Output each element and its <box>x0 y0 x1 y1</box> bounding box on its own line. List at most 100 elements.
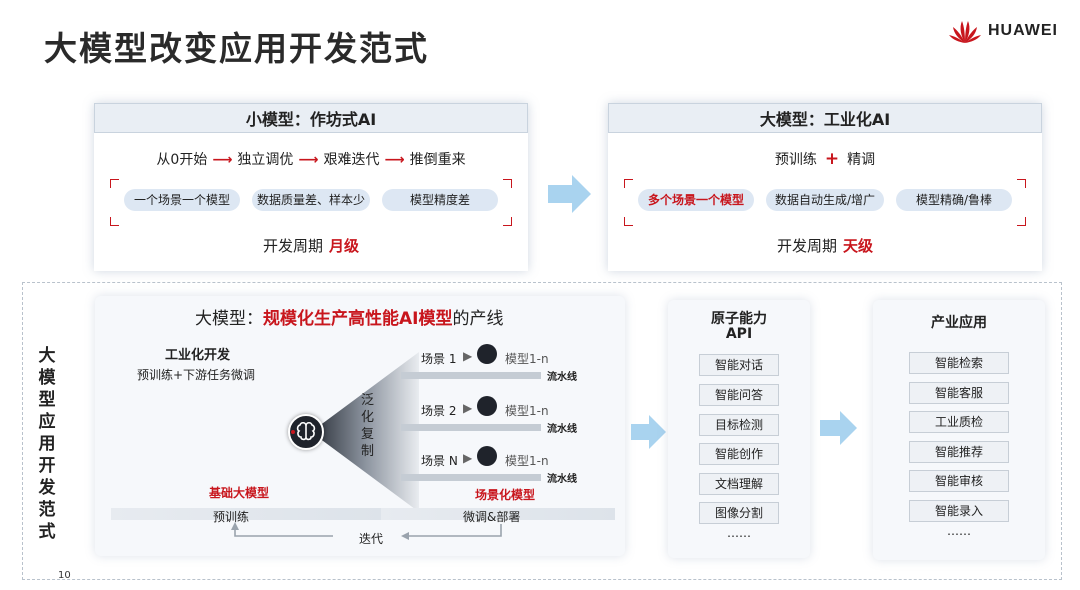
scene-label: 场景 N <box>421 454 458 468</box>
atomic-api-item: 智能问答 <box>699 384 779 406</box>
huawei-petal-icon <box>949 21 981 43</box>
model-label: 模型1-n <box>505 404 549 418</box>
pretrain-label: 预训练 <box>213 510 250 524</box>
atomic-api-card: 原子能力 API 智能对话 智能问答 目标检测 智能创作 文档理解 图像分割 …… <box>668 300 810 558</box>
page-number: 10 <box>58 570 71 581</box>
brain-chip-icon <box>288 414 324 450</box>
atomic-api-item: 文档理解 <box>699 473 779 495</box>
right-arrow-icon <box>631 415 666 449</box>
small-model-panel: 小模型：作坊式AI 从0开始⟶独立调优⟶艰难迭代⟶推倒重来 一个场景一个模型 数… <box>94 103 528 271</box>
large-model-pill: 模型精确/鲁棒 <box>896 189 1012 211</box>
flow-step: 从0开始 <box>156 152 208 168</box>
pipeline-bar <box>401 474 541 481</box>
atomic-api-more: …… <box>727 526 751 540</box>
small-model-pill: 模型精度差 <box>382 189 498 211</box>
cycle-value: 天级 <box>843 237 874 255</box>
pipeline-bar <box>401 372 541 379</box>
formula-right: 精调 <box>847 152 876 168</box>
brain-chip-icon <box>477 446 497 466</box>
production-line-card: 大模型：规模化生产高性能AI模型的产线 工业化开发 预训练+下游任务微调 泛化复… <box>95 296 625 556</box>
atomic-api-heading-1: 原子能力 <box>711 311 767 327</box>
scene-row: 场景 1 ▶ 模型1-n 流水线 <box>95 344 625 386</box>
small-model-heading: 小模型：作坊式AI <box>94 103 528 133</box>
flow-step: 艰难迭代 <box>323 152 380 168</box>
base-model-label: 基础大模型 <box>209 486 270 500</box>
large-model-formula: 预训练 + 精调 <box>608 149 1042 169</box>
finetune-stripe <box>381 508 615 520</box>
industry-apps-more: …… <box>947 524 971 538</box>
right-arrow-icon <box>820 411 857 445</box>
industrial-dev-label: 工业化开发 <box>165 348 231 363</box>
pipeline-label: 流水线 <box>547 372 577 383</box>
industry-apps-card: 产业应用 智能检索 智能客服 工业质检 智能推荐 智能审核 智能录入 …… <box>873 300 1045 560</box>
atomic-api-item: 目标检测 <box>699 414 779 436</box>
right-arrow-icon <box>548 175 591 213</box>
scene-row: 场景 N ▶ 模型1-n 流水线 <box>95 446 625 488</box>
chevron-right-icon: ▶ <box>463 401 473 415</box>
small-model-flow: 从0开始⟶独立调优⟶艰难迭代⟶推倒重来 <box>94 149 528 169</box>
atomic-api-item: 智能对话 <box>699 354 779 376</box>
huawei-wordmark: HUAWEI <box>988 22 1058 39</box>
industrial-dev-sub: 预训练+下游任务微调 <box>137 368 256 382</box>
pipeline-bar <box>401 424 541 431</box>
title-suffix: 的产线 <box>452 309 504 329</box>
bracket-corner <box>110 217 119 226</box>
huawei-logo: HUAWEI <box>948 18 1058 44</box>
bracket-corner <box>1017 179 1026 188</box>
cycle-label: 开发周期 <box>262 237 323 255</box>
industry-app-item: 智能推荐 <box>909 441 1009 463</box>
industry-apps-heading: 产业应用 <box>931 315 987 331</box>
iterate-label: 迭代 <box>359 532 384 546</box>
flow-arrow: ⟶ <box>212 152 233 168</box>
atomic-api-item: 智能创作 <box>699 443 779 465</box>
small-model-pill: 一个场景一个模型 <box>124 189 240 211</box>
large-model-pill: 多个场景一个模型 <box>638 189 754 211</box>
paradigm-vertical-label: 大模型应用开发范式 <box>38 346 56 542</box>
pipeline-label: 流水线 <box>547 424 577 435</box>
cycle-label: 开发周期 <box>776 237 837 255</box>
flow-arrow: ⟶ <box>384 152 405 168</box>
scene-model-label: 场景化模型 <box>475 488 536 502</box>
formula-plus: + <box>824 149 840 169</box>
atomic-api-heading-2: API <box>725 326 753 342</box>
generalize-copy-label: 泛化复制 <box>361 393 375 459</box>
pretrain-stripe <box>111 508 381 520</box>
large-model-panel: 大模型：工业化AI 预训练 + 精调 多个场景一个模型 数据自动生成/增广 模型精确… <box>608 103 1042 271</box>
scene-label: 场景 2 <box>421 404 457 418</box>
chevron-right-icon: ▶ <box>463 349 473 363</box>
flow-step: 推倒重来 <box>409 152 466 168</box>
bracket-corner <box>624 179 633 188</box>
large-model-cycle: 开发周期天级 <box>608 235 1042 256</box>
model-label: 模型1-n <box>505 454 549 468</box>
production-line-title: 大模型：规模化生产高性能AI模型的产线 <box>195 304 503 329</box>
paradigm-container <box>22 282 1062 580</box>
industry-app-item: 智能客服 <box>909 382 1009 404</box>
small-model-cycle: 开发周期月级 <box>94 235 528 256</box>
title-highlight: 规模化生产高性能AI模型 <box>263 309 453 329</box>
scene-row: 场景 2 ▶ 模型1-n 流水线 <box>95 396 625 438</box>
small-model-pill: 数据质量差、样本少 <box>252 189 370 211</box>
large-model-pill: 数据自动生成/增广 <box>766 189 884 211</box>
bracket-corner <box>1017 217 1026 226</box>
bracket-corner <box>624 217 633 226</box>
industry-app-item: 智能录入 <box>909 500 1009 522</box>
chevron-right-icon: ▶ <box>463 451 473 465</box>
formula-left: 预训练 <box>774 152 817 168</box>
page-title: 大模型改变应用开发范式 <box>44 29 429 68</box>
title-prefix: 大模型： <box>195 309 263 329</box>
flow-arrow: ⟶ <box>298 152 319 168</box>
industry-app-item: 智能审核 <box>909 470 1009 492</box>
pipeline-label: 流水线 <box>547 474 577 485</box>
bracket-corner <box>503 217 512 226</box>
atomic-api-item: 图像分割 <box>699 502 779 524</box>
flow-step: 独立调优 <box>237 152 294 168</box>
brain-chip-icon <box>477 344 497 364</box>
large-model-heading: 大模型：工业化AI <box>608 103 1042 133</box>
industry-app-item: 工业质检 <box>909 411 1009 433</box>
industry-app-item: 智能检索 <box>909 352 1009 374</box>
iterate-loop-arrow <box>231 522 502 540</box>
scene-label: 场景 1 <box>421 352 457 366</box>
bracket-corner <box>110 179 119 188</box>
finetune-deploy-label: 微调&部署 <box>463 510 521 524</box>
generalize-cone <box>311 352 419 512</box>
